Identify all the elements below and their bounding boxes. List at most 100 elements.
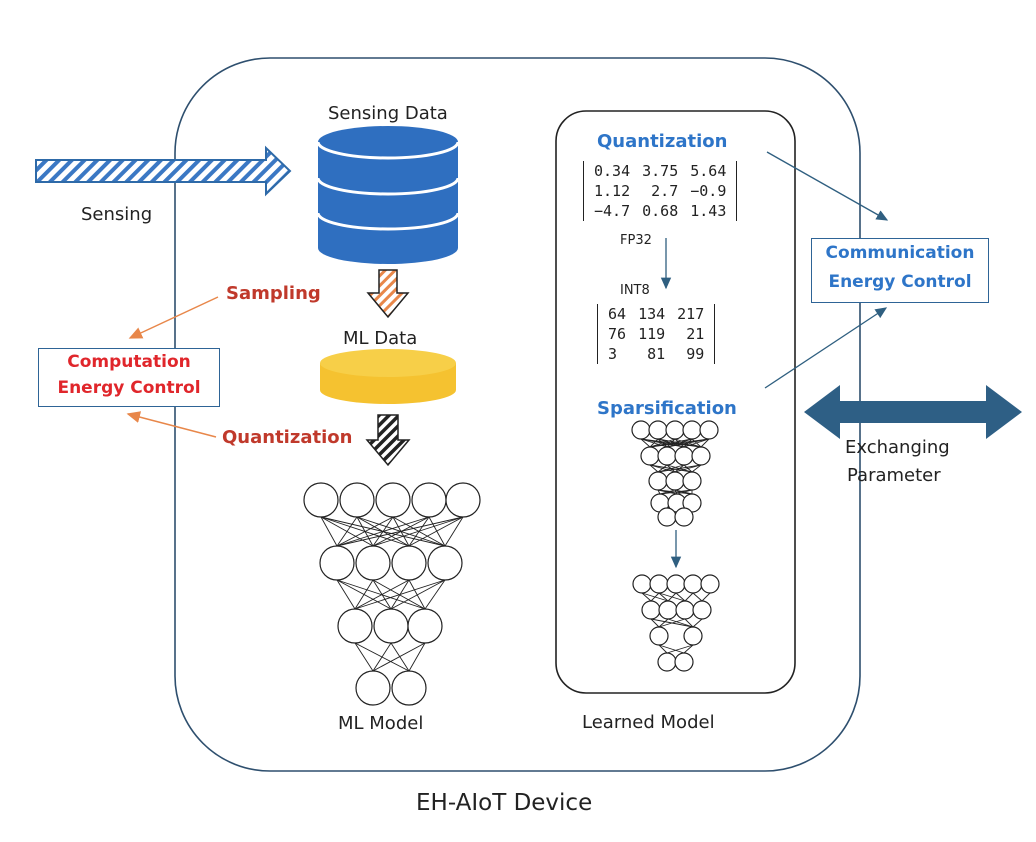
network-node (411, 482, 447, 518)
sensing-arrow-icon (35, 145, 292, 197)
matrix-cell: 1.43 (690, 202, 727, 220)
sensing-data-database-icon (316, 126, 460, 264)
network-node (649, 574, 669, 594)
network-edge (659, 489, 693, 495)
network-edge (354, 579, 374, 610)
network-edge (354, 579, 410, 610)
network-node (648, 471, 668, 491)
matrix-cell: 3 (608, 345, 618, 363)
network-edge (657, 464, 702, 473)
network-node (631, 420, 651, 440)
network-edge (691, 464, 702, 473)
quantization-to-communication-arrow (766, 151, 889, 221)
ml-data-label: ML Data (343, 328, 418, 349)
network-edge (657, 464, 668, 473)
network-edge (676, 489, 693, 495)
network-edge (336, 516, 464, 547)
network-edge (674, 464, 702, 473)
network-node (391, 670, 427, 706)
network-edge (667, 592, 677, 602)
network-node (658, 600, 678, 620)
matrix-row: −4.7 0.68 1.43 (588, 201, 732, 221)
learned-model-label: Learned Model (582, 712, 715, 733)
network-edge (372, 642, 426, 672)
computation-line1: Computation (67, 352, 191, 372)
sampling-label: Sampling (226, 283, 321, 304)
network-edge (372, 642, 392, 672)
network-edge (390, 642, 410, 672)
matrix-cell: 21 (686, 325, 705, 343)
network-node (640, 446, 660, 466)
matrix-cell: 217 (677, 305, 705, 323)
matrix-cell: 0.68 (642, 202, 679, 220)
network-edge (700, 438, 710, 448)
matrix-cell: 5.64 (690, 162, 727, 180)
network-edge (658, 618, 686, 628)
network-edge (667, 618, 694, 628)
network-node (675, 600, 695, 620)
network-edge (649, 438, 659, 448)
network-node (674, 446, 694, 466)
network-edge (684, 592, 694, 602)
int8-label: INT8 (620, 283, 650, 298)
network-edge (658, 592, 669, 602)
network-node (682, 471, 702, 491)
network-node (700, 574, 720, 594)
fp32-label: FP32 (620, 233, 652, 248)
network-node (682, 420, 702, 440)
exchanging-label: Exchanging (845, 437, 950, 458)
device-label: EH-AIoT Device (416, 790, 593, 816)
sparsification-to-communication-arrow (764, 307, 888, 389)
network-edge (649, 438, 710, 448)
matrix-cell: 81 (647, 345, 666, 363)
matrix-cell: 99 (686, 345, 705, 363)
sparsification-label: Sparsification (597, 398, 737, 419)
network-node (666, 574, 686, 594)
network-node (699, 420, 719, 440)
matrix-cell: 134 (638, 305, 666, 323)
network-edge (336, 579, 356, 610)
network-edge (649, 438, 676, 448)
network-node (375, 482, 411, 518)
computation-line2: Energy Control (57, 378, 201, 398)
network-edge (701, 592, 711, 602)
matrix-row: 64 134 217 (602, 304, 710, 324)
network-edge (424, 579, 446, 610)
network-node (665, 420, 685, 440)
network-edge (354, 579, 446, 610)
ml-model-label: ML Model (338, 713, 424, 734)
network-edge (658, 644, 668, 654)
network-node (337, 608, 373, 644)
communication-line2: Energy Control (828, 272, 972, 292)
network-node (445, 482, 481, 518)
matrix-cell: 1.12 (594, 182, 631, 200)
network-edge (683, 438, 710, 448)
parameter-label: Parameter (847, 465, 941, 486)
network-node (665, 471, 685, 491)
matrix-cell: 119 (638, 325, 666, 343)
network-edge (336, 516, 394, 547)
sensing-data-label: Sensing Data (328, 103, 448, 124)
quantization-down-arrow-icon (365, 414, 411, 467)
matrix-cell: 2.7 (651, 182, 679, 200)
network-edge (320, 516, 338, 547)
matrix-cell: −4.7 (594, 202, 631, 220)
network-edge (658, 618, 669, 628)
network-edge (684, 618, 694, 628)
matrix-row: 1.12 2.7 −0.9 (588, 181, 732, 201)
network-edge (650, 592, 660, 602)
network-node (649, 626, 669, 646)
matrix-row: 0.34 3.75 5.64 (588, 161, 732, 181)
network-edge (428, 516, 446, 547)
network-node (674, 652, 694, 672)
int8-matrix: 64 134 217 76 119 21 3 81 99 (597, 304, 716, 364)
network-edge (408, 642, 426, 672)
network-node (657, 652, 677, 672)
network-node (641, 600, 661, 620)
ml-model-network-icon (303, 482, 481, 706)
network-edge (692, 618, 703, 628)
network-edge (408, 516, 464, 547)
network-node (692, 600, 712, 620)
network-edge (692, 592, 703, 602)
network-edge (666, 438, 710, 448)
